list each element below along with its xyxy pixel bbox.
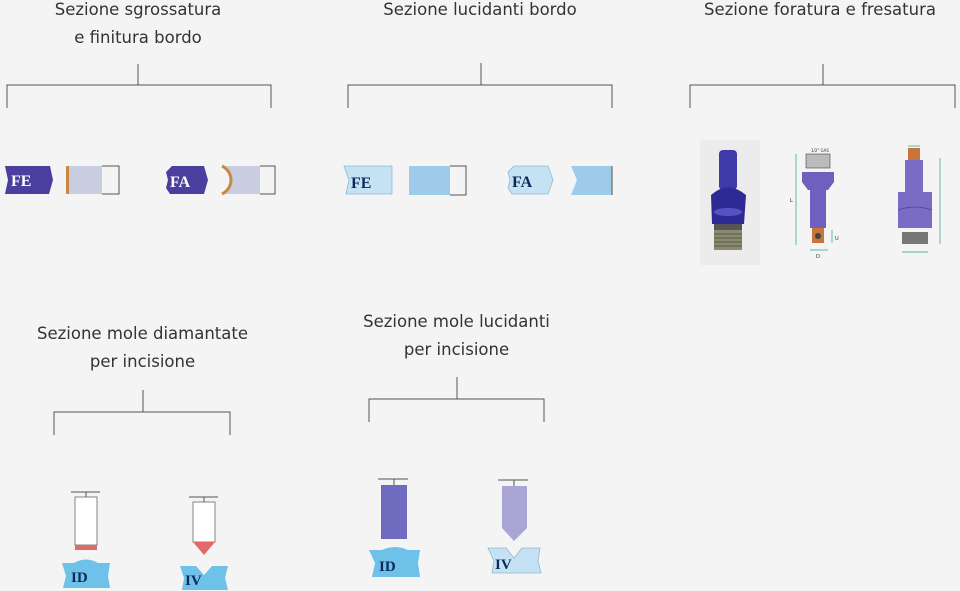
profile-fa-dark: FA (166, 166, 208, 194)
glass-iv-diamond: IV (180, 566, 228, 590)
glass-id-diamond: ID (62, 559, 110, 588)
label-fa-dark: FA (170, 174, 191, 191)
title-sgrossatura: Sezione sgrossatura e finitura bordo (54, 0, 222, 47)
label-fe-dark: FE (11, 173, 31, 190)
label-iv-polish: IV (495, 557, 512, 573)
engraving-wheel-iv-polish (498, 479, 528, 541)
title-mole-diamantate: Sezione mole diamantate per incisione (37, 324, 248, 371)
wheel-fa-polish (571, 166, 613, 195)
wheel-fe-rough (66, 165, 120, 195)
profile-fe-dark: FE (5, 166, 53, 194)
label-id-polish: ID (379, 559, 396, 575)
profile-fa-light: FA (507, 165, 554, 195)
dim-l: L (790, 198, 793, 204)
label-iv-diamond: IV (185, 573, 202, 589)
bracket-foratura (689, 64, 956, 108)
wheel-fa-rough (221, 164, 276, 196)
title-mole-lucidanti: Sezione mole lucidanti per incisione (363, 312, 550, 359)
dim-d: D (816, 254, 820, 260)
glass-id-polish: ID (369, 547, 420, 577)
drill-tool-photo (700, 140, 760, 265)
dim-gas: 1/2" GAS (811, 148, 829, 153)
mill-tool-drawing (897, 145, 941, 253)
engraving-wheel-iv-diamond (189, 496, 218, 555)
engraving-wheel-id-diamond (71, 491, 100, 550)
engraving-wheel-id-polish (378, 478, 408, 539)
glass-iv-polish: IV (487, 547, 542, 574)
label-fe-light: FE (351, 175, 371, 192)
bracket-mole-diamantate (53, 390, 231, 435)
drill-tool-drawing: 1/2" GAS L D U (790, 148, 839, 260)
title-foratura: Sezione foratura e fresatura (704, 0, 936, 19)
dim-u: U (835, 236, 839, 242)
title-lucidanti-bordo: Sezione lucidanti bordo (383, 0, 577, 19)
label-id-diamond: ID (71, 570, 88, 586)
label-fa-light: FA (512, 174, 533, 191)
bracket-sgrossatura (6, 64, 272, 108)
bracket-lucidanti-bordo (347, 63, 613, 108)
wheel-fe-polish (409, 165, 467, 196)
profile-fe-light: FE (343, 165, 393, 195)
bracket-mole-lucidanti (368, 377, 545, 422)
